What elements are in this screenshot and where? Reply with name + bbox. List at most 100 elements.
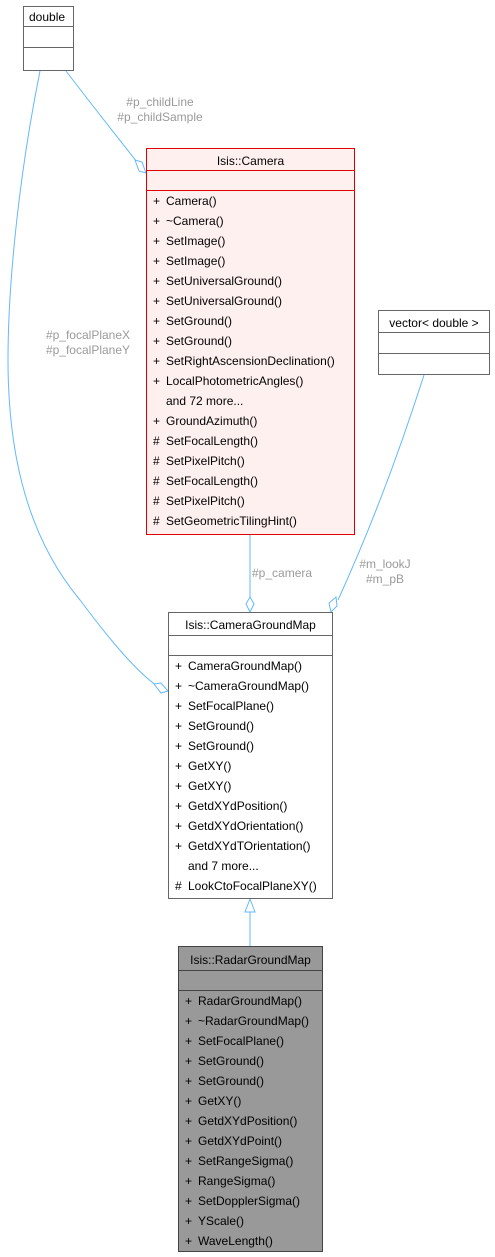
- visibility-marker: +: [185, 1094, 193, 1108]
- member-row[interactable]: #SetPixelPitch(): [147, 491, 354, 511]
- member-row[interactable]: + SetGround(): [169, 736, 332, 756]
- member-row[interactable]: +GetdXYdPosition(): [169, 796, 332, 816]
- class-double[interactable]: double: [23, 6, 74, 71]
- visibility-marker: +: [153, 334, 161, 348]
- member-name: SetDopplerSigma(): [198, 1194, 301, 1208]
- member-row[interactable]: +SetImage(): [147, 251, 354, 271]
- member-row[interactable]: #LookCtoFocalPlaneXY(): [169, 876, 332, 896]
- visibility-marker: +: [153, 274, 161, 288]
- member-name: and 72 more...: [166, 394, 244, 408]
- member-row[interactable]: +GetXY(): [169, 756, 332, 776]
- member-name: SetRightAscensionDeclination(): [166, 354, 335, 368]
- member-row[interactable]: +SetUniversalGround(): [147, 271, 354, 291]
- member-row[interactable]: #SetFocalLength(): [147, 431, 354, 451]
- member-name: GetdXYdOrientation(): [188, 819, 304, 833]
- class-vector[interactable]: vector< double >: [378, 310, 490, 375]
- member-row[interactable]: +WaveLength(): [179, 1231, 322, 1251]
- member-name: SetGround(): [166, 334, 233, 348]
- member-row[interactable]: +~CameraGroundMap(): [169, 676, 332, 696]
- edge-label-line2: #p_focalPlaneY: [45, 343, 131, 357]
- member-name: WaveLength(): [198, 1234, 273, 1248]
- member-name: RadarGroundMap(): [198, 994, 303, 1008]
- member-row[interactable]: and 72 more...: [147, 391, 354, 411]
- member-row[interactable]: # SetPixelPitch(): [147, 451, 354, 471]
- member-name: SetGround(): [198, 1054, 265, 1068]
- member-name: SetPixelPitch(): [166, 454, 245, 468]
- member-row[interactable]: +SetGround(): [179, 1051, 322, 1071]
- member-name: GroundAzimuth(): [166, 414, 258, 428]
- visibility-marker: +: [153, 374, 161, 388]
- member-name: RangeSigma(): [198, 1174, 276, 1188]
- member-row[interactable]: +GetdXYdPosition(): [179, 1111, 322, 1131]
- visibility-marker: #: [153, 454, 160, 468]
- member-row[interactable]: +GroundAzimuth(): [147, 411, 354, 431]
- member-row[interactable]: +SetUniversalGround(): [147, 291, 354, 311]
- visibility-marker: +: [175, 779, 183, 793]
- member-name: GetXY(): [188, 779, 232, 793]
- member-row[interactable]: #SetGeometricTilingHint(): [147, 511, 354, 531]
- member-row[interactable]: +SetRangeSigma(): [179, 1151, 322, 1171]
- member-row[interactable]: + SetRightAscensionDeclination(): [147, 351, 354, 371]
- member-row[interactable]: +GetdXYdTOrientation(): [169, 836, 332, 856]
- edge-label-double-camera: #p_childLine #p_childSample: [110, 95, 210, 125]
- member-name: GetdXYdPoint(): [198, 1134, 283, 1148]
- attributes-section: [379, 333, 489, 354]
- class-title: double: [24, 7, 73, 27]
- member-row[interactable]: and 7 more...: [169, 856, 332, 876]
- member-name: SetFocalPlane(): [188, 699, 275, 713]
- member-row[interactable]: +LocalPhotometricAngles(): [147, 371, 354, 391]
- visibility-marker: +: [175, 739, 183, 753]
- member-name: YScale(): [198, 1214, 245, 1228]
- edge-double-camera-diamond: [134, 159, 147, 174]
- member-name: SetRangeSigma(): [198, 1154, 294, 1168]
- member-row[interactable]: + GetdXYdOrientation(): [169, 816, 332, 836]
- class-radar-ground-map[interactable]: Isis::RadarGroundMap +RadarGroundMap()+~…: [178, 946, 323, 1252]
- member-name: SetFocalPlane(): [198, 1034, 285, 1048]
- visibility-marker: +: [175, 819, 183, 833]
- member-row[interactable]: #SetFocalLength(): [147, 471, 354, 491]
- member-row[interactable]: +CameraGroundMap(): [169, 656, 332, 676]
- member-name: SetUniversalGround(): [166, 294, 283, 308]
- edge-vector-cgm-diamond: [328, 596, 338, 613]
- member-row[interactable]: +SetGround(): [179, 1071, 322, 1091]
- visibility-marker: #: [153, 474, 160, 488]
- member-row[interactable]: +RadarGroundMap(): [179, 991, 322, 1011]
- member-row[interactable]: +~Camera(): [147, 211, 354, 231]
- member-row[interactable]: +SetGround(): [147, 311, 354, 331]
- visibility-marker: +: [153, 354, 161, 368]
- class-title: Isis::CameraGroundMap: [169, 613, 332, 636]
- member-name: Camera(): [166, 194, 217, 208]
- member-row[interactable]: + GetXY(): [169, 776, 332, 796]
- class-title: Isis::RadarGroundMap: [179, 947, 322, 971]
- member-row[interactable]: +SetImage(): [147, 231, 354, 251]
- member-name: SetGround(): [188, 739, 255, 753]
- visibility-marker: +: [153, 314, 161, 328]
- class-title: vector< double >: [379, 311, 489, 333]
- class-camera-ground-map[interactable]: Isis::CameraGroundMap +CameraGroundMap()…: [168, 612, 333, 899]
- visibility-marker: +: [175, 839, 183, 853]
- member-row[interactable]: +YScale(): [179, 1211, 322, 1231]
- member-row[interactable]: + SetFocalPlane(): [169, 696, 332, 716]
- edge-camera-cgm-diamond: [245, 595, 255, 614]
- member-row[interactable]: + SetGround(): [147, 331, 354, 351]
- class-camera[interactable]: Isis::Camera +Camera()+~Camera()+SetImag…: [146, 148, 355, 535]
- member-row[interactable]: +SetGround(): [169, 716, 332, 736]
- member-row[interactable]: +Camera(): [147, 191, 354, 211]
- edge-double-camera: [65, 70, 138, 163]
- member-row[interactable]: +SetDopplerSigma(): [179, 1191, 322, 1211]
- class-title: Isis::Camera: [147, 149, 354, 171]
- attributes-section: [147, 171, 354, 191]
- member-row[interactable]: +GetdXYdPoint(): [179, 1131, 322, 1151]
- member-row[interactable]: +RangeSigma(): [179, 1171, 322, 1191]
- visibility-marker: +: [175, 699, 183, 713]
- member-row[interactable]: +~RadarGroundMap(): [179, 1011, 322, 1031]
- member-name: SetGround(): [198, 1074, 265, 1088]
- member-name: SetFocalLength(): [166, 434, 259, 448]
- member-name: GetXY(): [188, 759, 232, 773]
- attributes-section: [169, 636, 332, 656]
- edge-label-line1: #p_camera: [252, 566, 313, 580]
- member-name: CameraGroundMap(): [188, 659, 303, 673]
- member-row[interactable]: +GetXY(): [179, 1091, 322, 1111]
- member-row[interactable]: +SetFocalPlane(): [179, 1031, 322, 1051]
